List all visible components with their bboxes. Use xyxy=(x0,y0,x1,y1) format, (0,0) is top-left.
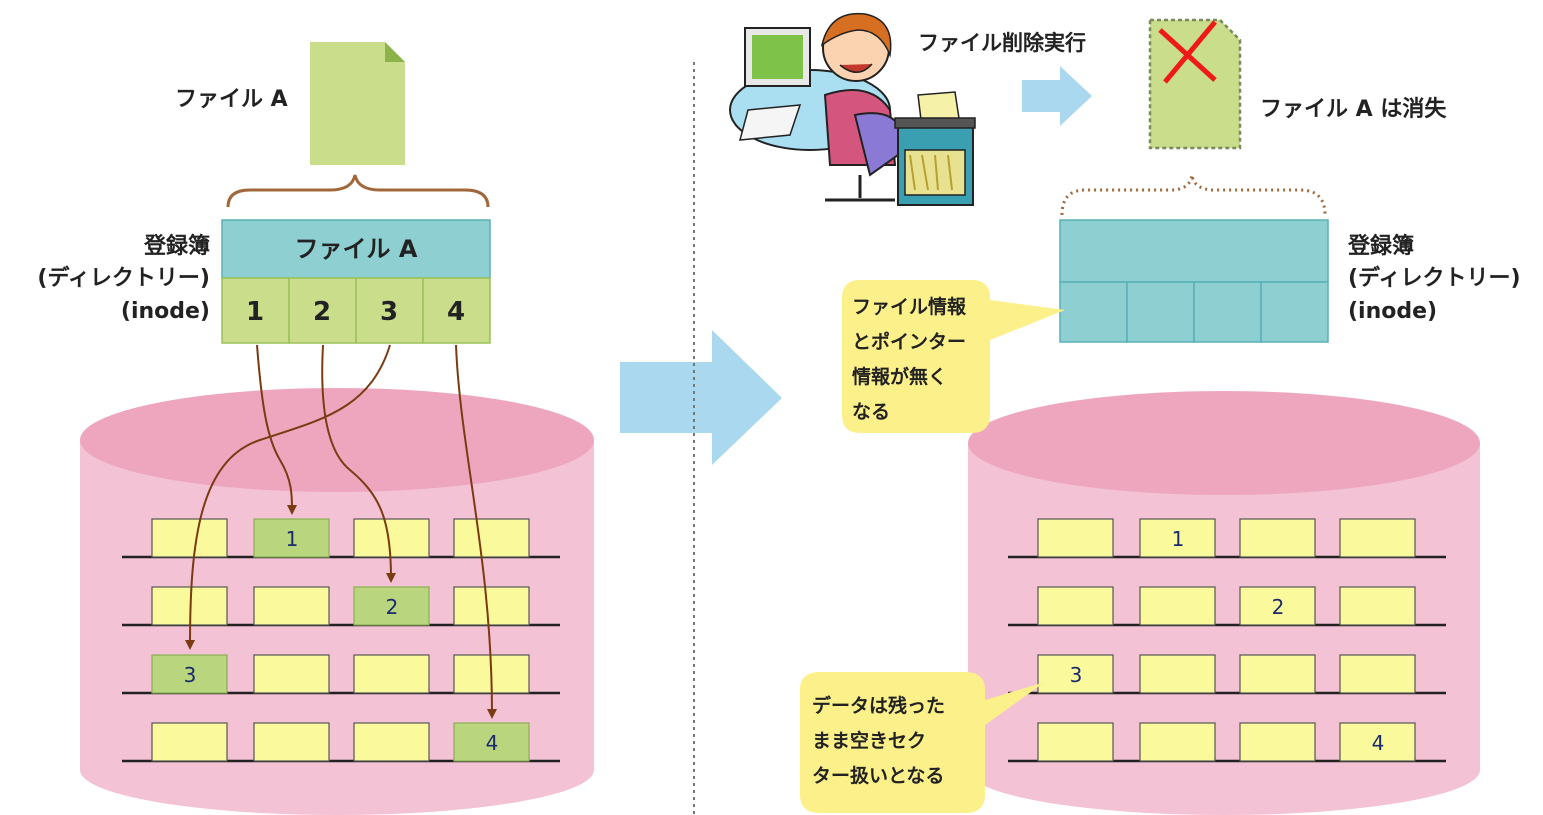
shelves-left xyxy=(122,518,560,763)
directory-file-title: ファイル A xyxy=(295,235,418,263)
shredder-icon xyxy=(894,91,976,206)
right-directory-label-line1: 登録簿 xyxy=(1347,233,1414,259)
right-sector-label-4: 4 xyxy=(1372,731,1385,755)
callout-data-line3: ター扱いとなる xyxy=(812,764,944,787)
directory-label-line3: (inode) xyxy=(121,299,210,324)
file-brace xyxy=(226,174,490,208)
right-directory-label-line2: (ディレクトリー) xyxy=(1348,265,1521,291)
pointer-cell-3: 3 xyxy=(380,297,398,327)
left-sector-label-4: 4 xyxy=(486,731,499,755)
callout-data-line2: まま空きセク xyxy=(812,729,926,752)
left-sector-label-2: 2 xyxy=(386,595,399,619)
directory-label-line2: (ディレクトリー) xyxy=(37,265,210,291)
callout-info-line1: ファイル情報 xyxy=(852,295,967,318)
delete-action-label: ファイル削除実行 xyxy=(918,31,1086,55)
directory-label-line1: 登録簿 xyxy=(143,233,210,259)
callout-info-line2: とポインター xyxy=(852,330,966,353)
right-sector-label-1: 1 xyxy=(1172,527,1185,551)
shelves-right xyxy=(1008,518,1446,763)
callout-info-line4: なる xyxy=(852,401,890,423)
pointer-arrows xyxy=(185,344,497,719)
right-sector-label-2: 2 xyxy=(1272,595,1285,619)
left-sector-label-1: 1 xyxy=(286,527,299,551)
callout-info-lost xyxy=(842,280,1065,433)
right-directory-label-line3: (inode) xyxy=(1348,299,1437,324)
directory-table-left: ファイル A 1 2 3 4 xyxy=(221,219,491,344)
directory-table-right xyxy=(1059,219,1329,343)
right-sector-label-3: 3 xyxy=(1070,663,1083,687)
dotted-file-brace xyxy=(1060,174,1327,216)
pointer-cell-1: 1 xyxy=(246,297,264,327)
file-a-document-icon xyxy=(310,42,405,165)
callout-data-remains xyxy=(800,672,1045,813)
callout-data-line1: データは残った xyxy=(812,694,945,717)
file-lost-label: ファイル A は消失 xyxy=(1260,97,1447,122)
delete-arrow xyxy=(1022,66,1092,126)
person-at-computer-illustration xyxy=(729,12,907,202)
pointer-cell-4: 4 xyxy=(447,297,465,327)
file-a-label: ファイル A xyxy=(175,87,288,112)
deleted-file-icon xyxy=(1148,18,1242,150)
pointer-cell-2: 2 xyxy=(313,297,331,327)
transition-arrow xyxy=(620,330,782,465)
left-sector-label-3: 3 xyxy=(184,663,197,687)
callout-info-line3: 情報が無く xyxy=(852,365,947,388)
